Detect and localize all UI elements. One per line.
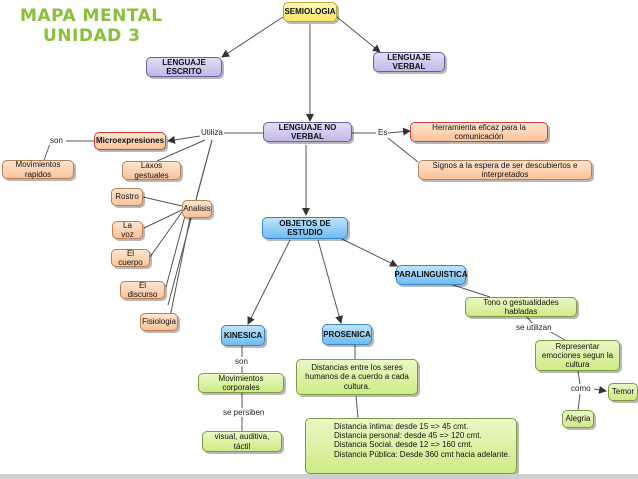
link-label-son: son	[49, 136, 64, 145]
node-objetos-de-estudio[interactable]: OBJETOS DE ESTUDIO	[262, 217, 348, 239]
node-temor[interactable]: Temor	[608, 383, 638, 401]
distancia-personal: Distancia personal: desde 45 => 120 cmt.	[334, 431, 482, 441]
node-prosenica[interactable]: PROSENICA	[322, 324, 372, 345]
node-microexpresiones[interactable]: Microexpresiones	[94, 132, 166, 150]
distancia-social: Distancia Social. desde 12 => 160 cmt.	[334, 440, 473, 450]
node-signos[interactable]: Signos a la espera de ser descubiertos e…	[418, 160, 592, 180]
node-lenguaje-no-verbal[interactable]: LENGUAJE NO VERBAL	[263, 122, 352, 142]
node-visual-auditiva-tactil[interactable]: visual, auditiva, táctil	[202, 431, 282, 452]
node-lenguaje-verbal[interactable]: LENGUAJE VERBAL	[373, 52, 445, 72]
node-fisiologia[interactable]: Fisiologia	[140, 313, 178, 331]
link-label-utiliza: Utiliza	[200, 128, 224, 137]
node-distancia-tipos[interactable]: Distancia íntima: desde 15 => 45 cmt. Di…	[305, 418, 517, 474]
node-tono[interactable]: Tono o gestualidades habladas	[465, 297, 577, 317]
node-semiologia[interactable]: SEMIOLOGIA	[283, 2, 337, 22]
node-alegria[interactable]: Alegria	[562, 410, 594, 428]
node-rostro[interactable]: Rostro	[111, 188, 143, 206]
node-la-voz[interactable]: La voz	[112, 221, 143, 239]
node-el-cuerpo[interactable]: El cuerpo	[111, 249, 150, 267]
node-paralinguistica[interactable]: PARALINGUISTICA	[394, 265, 468, 285]
link-label-como: como	[570, 384, 592, 393]
link-label-es: Es	[377, 128, 389, 137]
node-movimientos-corporales[interactable]: Movimientos corporales	[198, 373, 284, 393]
node-representar[interactable]: Representar emociones segun la cultura	[535, 340, 620, 371]
node-kinesica[interactable]: KINESICA	[221, 325, 265, 346]
node-movimientos-rapidos[interactable]: Movimientos rapidos	[2, 160, 74, 179]
distancia-intima: Distancia íntima: desde 15 => 45 cmt.	[334, 422, 469, 431]
link-label-se-utilizan: se utilizan	[515, 323, 553, 332]
bottom-border	[0, 474, 638, 479]
map-title: MAPA MENTAL	[20, 6, 163, 26]
link-label-son-kinesica: son	[234, 357, 249, 366]
node-analisis[interactable]: Analisis	[182, 200, 212, 218]
unit-subtitle: UNIDAD 3	[43, 26, 141, 46]
node-distancias[interactable]: Distancias entre los seres humanos de a …	[296, 359, 418, 395]
node-laxos-gestuales[interactable]: Laxos gestuales	[122, 161, 181, 180]
link-label-se-persiben: se persiben	[222, 408, 266, 417]
node-el-discurso[interactable]: El discurso	[120, 281, 165, 299]
node-herramienta[interactable]: Herramienta eficaz para la comunicación	[410, 122, 548, 142]
node-lenguaje-escrito[interactable]: LENGUAJE ESCRITO	[146, 57, 222, 77]
distancia-publica: Distancia Pública: Desde 360 cmt hacia a…	[334, 449, 511, 459]
